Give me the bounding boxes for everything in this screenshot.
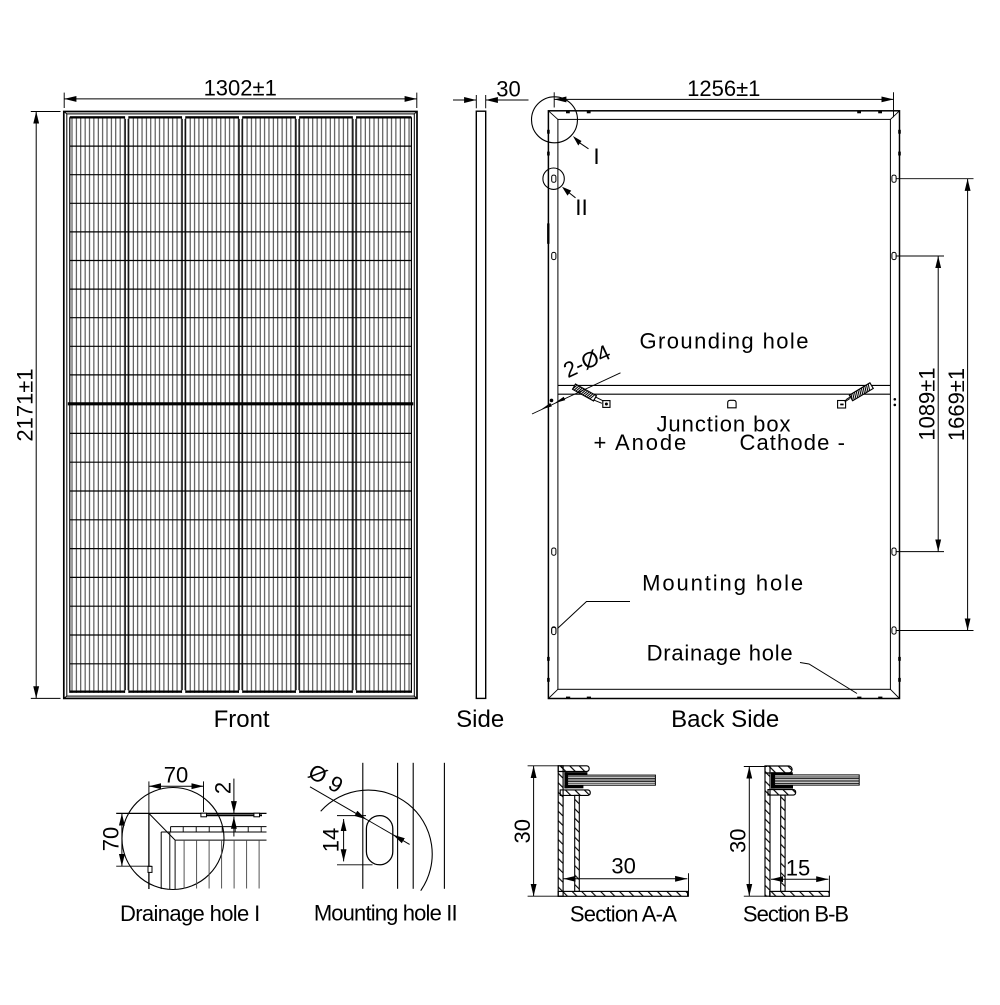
svg-text:2: 2	[210, 782, 235, 794]
svg-text:15: 15	[786, 856, 810, 881]
svg-text:1256±1: 1256±1	[687, 76, 760, 101]
svg-text:30: 30	[611, 853, 635, 878]
svg-text:2171±1: 2171±1	[13, 368, 38, 441]
svg-text:II: II	[575, 195, 588, 220]
svg-text:30: 30	[726, 829, 751, 853]
svg-text:I: I	[593, 144, 599, 169]
svg-text:Back Side: Back Side	[671, 706, 779, 733]
svg-text:1089±1: 1089±1	[915, 367, 940, 440]
svg-text:70: 70	[164, 763, 188, 788]
svg-text:1302±1: 1302±1	[204, 75, 277, 100]
svg-text:30: 30	[510, 819, 535, 843]
svg-text:Cathode -: Cathode -	[739, 430, 846, 455]
svg-text:Junction box: Junction box	[656, 412, 791, 437]
svg-text:Mounting hole: Mounting hole	[642, 570, 805, 595]
svg-text:1669±1: 1669±1	[944, 368, 969, 441]
svg-text:Drainage hole I: Drainage hole I	[120, 901, 260, 926]
svg-text:Side: Side	[456, 706, 504, 733]
svg-text:Drainage hole: Drainage hole	[647, 640, 794, 665]
svg-text:14: 14	[319, 828, 344, 852]
svg-text:70: 70	[98, 827, 123, 851]
svg-text:30: 30	[496, 77, 520, 102]
svg-text:Grounding hole: Grounding hole	[639, 328, 809, 353]
svg-text:Section B-B: Section B-B	[743, 902, 848, 927]
svg-text:+ Anode: + Anode	[593, 430, 688, 455]
svg-text:Section A-A: Section A-A	[570, 902, 677, 927]
svg-text:Front: Front	[214, 706, 270, 733]
svg-text:Mounting hole II: Mounting hole II	[314, 901, 457, 926]
